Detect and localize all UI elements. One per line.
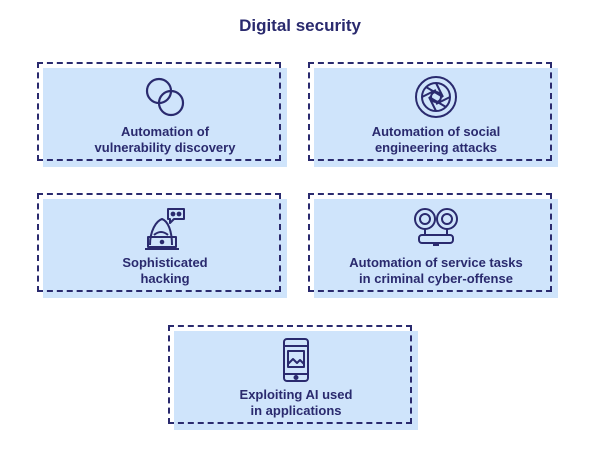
card-dashed-border xyxy=(37,193,281,292)
card-dashed-border xyxy=(308,193,552,292)
card-label: Automation of service tasks in criminal … xyxy=(349,255,523,286)
card-label: Sophisticated hacking xyxy=(122,255,208,286)
camera-aperture-icon xyxy=(413,74,459,120)
card-social-engineering: Automation of social engineering attacks xyxy=(308,62,558,167)
card-sophisticated-hacking: Sophisticated hacking xyxy=(37,193,287,298)
card-exploiting-ai: Exploiting AI used in applications xyxy=(168,325,418,430)
card-background xyxy=(43,68,287,167)
card-label: Automation of vulnerability discovery xyxy=(94,124,236,155)
hacker-icon xyxy=(142,205,188,251)
handcuffs-icon xyxy=(413,205,459,251)
card-background xyxy=(314,199,558,298)
card-dashed-border xyxy=(37,62,281,161)
card-dashed-border xyxy=(308,62,552,161)
card-service-tasks: Automation of service tasks in criminal … xyxy=(308,193,558,298)
page-title: Digital security xyxy=(239,16,361,35)
card-dashed-border xyxy=(168,325,412,424)
card-label: Automation of social engineering attacks xyxy=(371,124,501,155)
smartphone-icon xyxy=(273,337,319,383)
overlapping-circles-icon xyxy=(142,74,188,120)
card-label: Exploiting AI used in applications xyxy=(239,387,353,418)
card-vulnerability-discovery: Automation of vulnerability discovery xyxy=(37,62,287,167)
